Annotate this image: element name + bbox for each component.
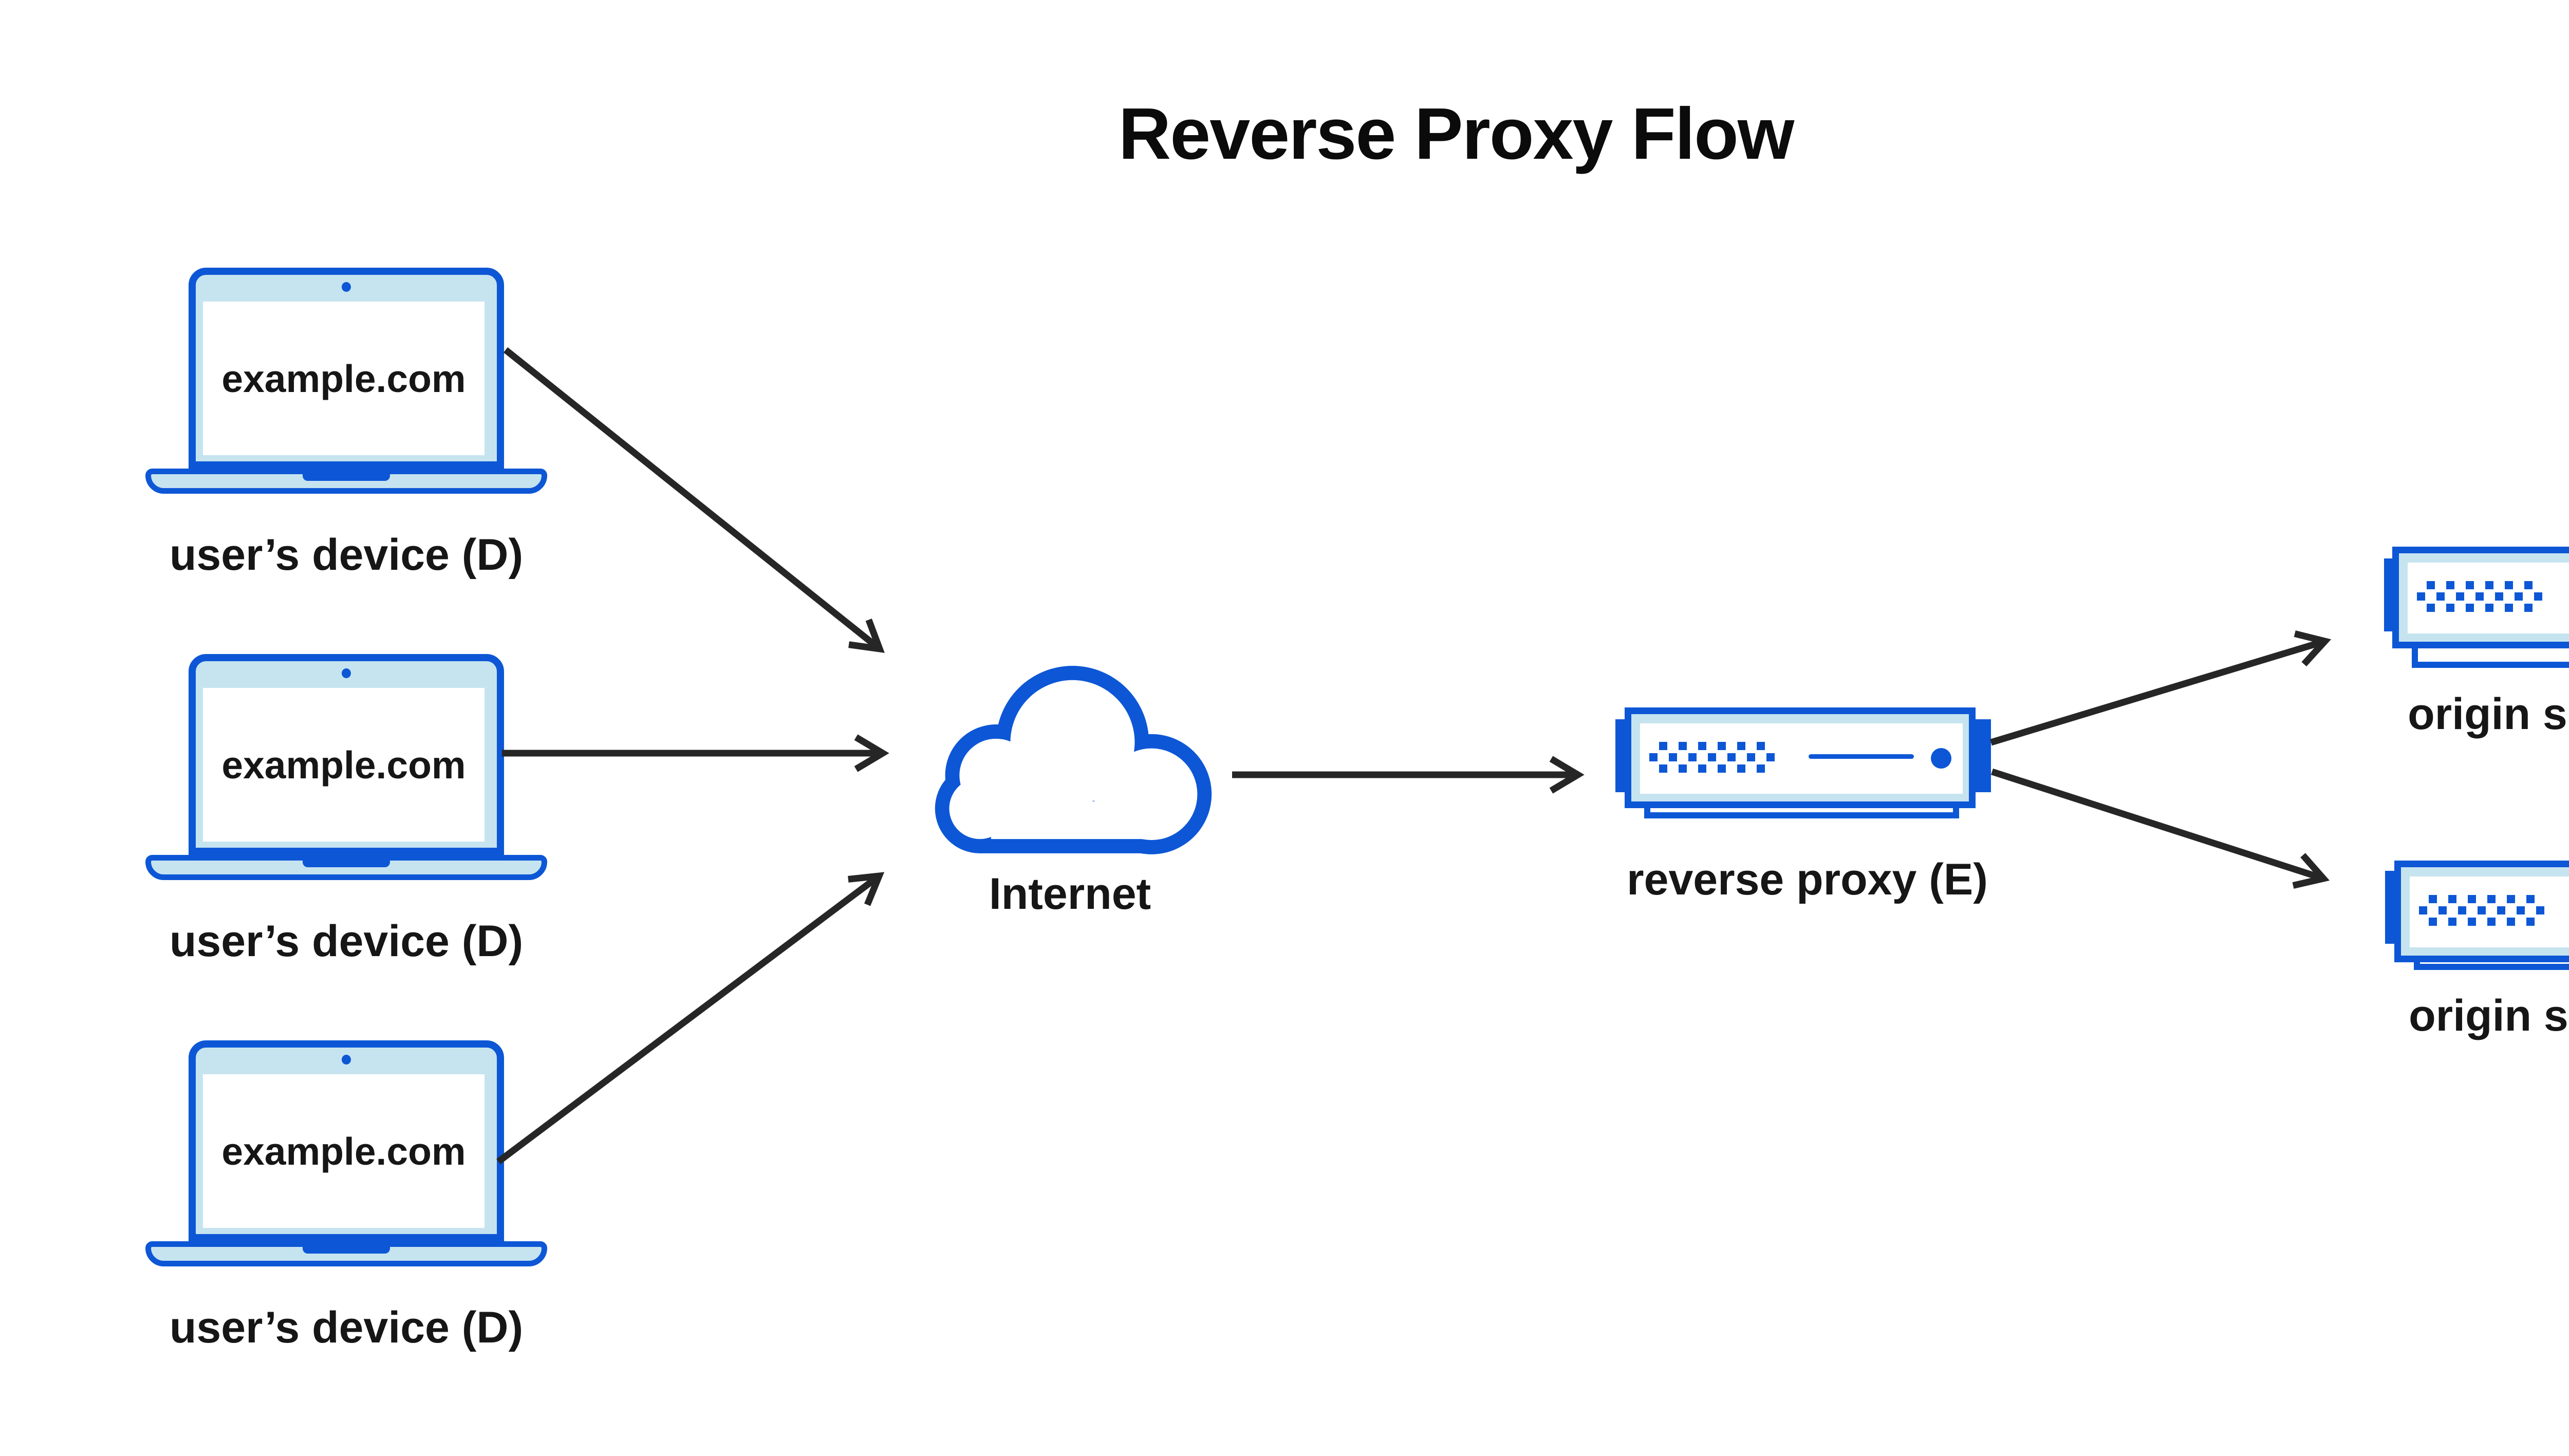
led-icon xyxy=(1931,748,1951,769)
diagram-title: Reverse Proxy Flow xyxy=(1118,93,1795,175)
server-front-panel xyxy=(2410,876,2569,947)
camera-dot-icon xyxy=(342,282,351,292)
laptop-base xyxy=(145,469,547,494)
laptop-screen: example.com xyxy=(189,1040,504,1241)
internet-node: Internet xyxy=(920,656,1220,919)
camera-dot-icon xyxy=(342,668,351,678)
hinge-notch-icon xyxy=(303,860,390,867)
browser-screen: example.com xyxy=(203,1074,485,1228)
browser-screen: example.com xyxy=(203,302,485,455)
server-front-panel xyxy=(1640,723,1963,794)
dot-matrix-icon xyxy=(1640,723,1963,794)
laptop-device-2: example.com user’s device (D) xyxy=(145,654,547,973)
arrow-device3-to-internet xyxy=(496,872,885,1165)
origin-server-label: origin server (F) xyxy=(2409,991,2569,1040)
screen-url-text: example.com xyxy=(221,357,466,400)
internet-label: Internet xyxy=(989,869,1151,919)
laptop-screen: example.com xyxy=(189,268,504,469)
dot-matrix-icon xyxy=(2408,563,2569,633)
laptop-base xyxy=(145,1241,547,1266)
laptop-device-1: example.com user’s device (D) xyxy=(145,268,547,586)
cloud-icon xyxy=(935,666,1212,854)
laptop-base xyxy=(145,855,547,880)
origin-server-label: origin server (F) xyxy=(2408,689,2569,739)
device-label: user’s device (D) xyxy=(169,530,524,580)
laptop-screen: example.com xyxy=(189,654,504,855)
laptop-device-3: example.com user’s device (D) xyxy=(145,1040,547,1359)
arrow-proxy-to-origin1 xyxy=(1990,630,2332,746)
server-front-panel xyxy=(2408,563,2569,633)
origin-server-node-1: origin server (F) xyxy=(2384,547,2569,773)
arrow-proxy-to-origin2 xyxy=(1991,768,2330,889)
device-label: user’s device (D) xyxy=(169,1303,524,1352)
reverse-proxy-label: reverse proxy (E) xyxy=(1627,855,1988,904)
hinge-notch-icon xyxy=(303,1246,390,1254)
status-line-icon xyxy=(1809,754,1914,759)
camera-dot-icon xyxy=(342,1055,351,1065)
screen-url-text: example.com xyxy=(221,743,466,787)
screen-url-text: example.com xyxy=(221,1129,466,1173)
arrow-device1-to-internet xyxy=(503,347,885,653)
dot-matrix-icon xyxy=(2410,876,2569,947)
origin-server-node-2: origin server (F) xyxy=(2385,861,2569,1076)
reverse-proxy-node: reverse proxy (E) xyxy=(1615,707,1999,923)
browser-screen: example.com xyxy=(203,688,485,842)
device-label: user’s device (D) xyxy=(169,917,524,966)
hinge-notch-icon xyxy=(303,473,390,481)
